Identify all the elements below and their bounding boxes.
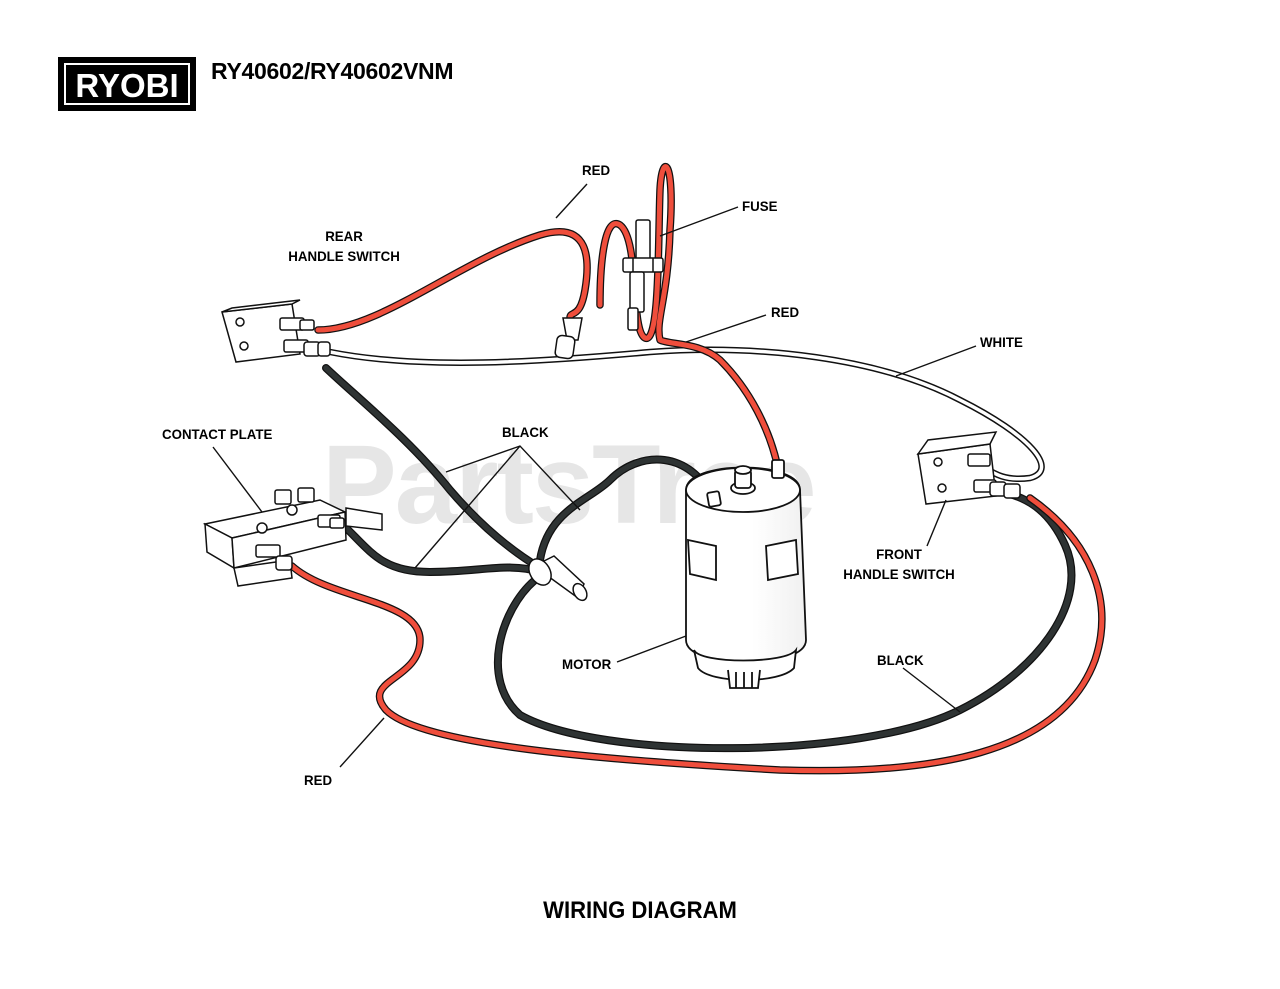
diagram-caption: WIRING DIAGRAM	[543, 897, 737, 924]
logo-text: RYOBI	[64, 63, 190, 105]
label-black-right: BLACK	[877, 652, 924, 668]
label-red-top: RED	[582, 162, 611, 178]
leader-lines	[212, 183, 977, 768]
fuse	[622, 219, 664, 331]
label-red-mid: RED	[771, 304, 800, 320]
contact-plate	[202, 487, 383, 587]
model-number: RY40602/RY40602VNM	[211, 58, 454, 84]
label-white: WHITE	[980, 334, 1023, 350]
label-rear-switch: REAR HANDLE SWITCH	[288, 226, 400, 266]
red-wire-terminal	[554, 317, 583, 360]
rear-handle-switch	[221, 299, 331, 363]
motor	[685, 459, 807, 689]
label-rear-switch-line1: REAR	[325, 228, 363, 244]
label-front-switch: FRONT HANDLE SWITCH	[842, 544, 956, 584]
front-handle-switch	[916, 431, 1021, 505]
label-fuse: FUSE	[742, 198, 778, 214]
label-front-switch-line2: HANDLE SWITCH	[843, 566, 955, 582]
label-motor: MOTOR	[562, 656, 612, 672]
label-rear-switch-line2: HANDLE SWITCH	[288, 248, 400, 264]
label-contact-plate: CONTACT PLATE	[162, 426, 273, 442]
label-red-bottom: RED	[304, 772, 333, 788]
ryobi-logo: RYOBI	[58, 57, 196, 111]
label-front-switch-line1: FRONT	[876, 546, 922, 562]
label-black-top: BLACK	[502, 424, 549, 440]
wires	[288, 163, 1106, 775]
black-wire-connector	[528, 555, 588, 602]
